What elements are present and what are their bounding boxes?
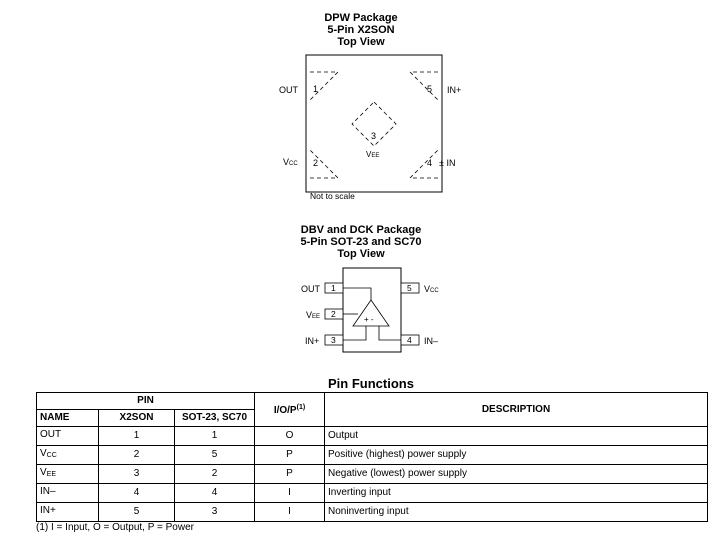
pin-name: OUT (36, 426, 99, 446)
table-row: VEE 3 2 P Negative (lowest) power supply (36, 464, 708, 484)
io-header-note: (1) (296, 404, 306, 411)
table-header-row-1: PIN I/O/P(1) DESCRIPTION (36, 392, 708, 427)
table-header-row-2: NAME X2SON SOT-23, SC70 (36, 409, 708, 427)
sot23-label-vcc: VCC (424, 284, 439, 294)
sot23-label-inp: IN+ (305, 336, 319, 346)
description-header: DESCRIPTION (324, 392, 708, 427)
x2son-diagram: 1 5 2 4 3 VEE OUT VCC IN+ ± IN Not to sc… (279, 54, 461, 201)
x2son-label-out: OUT (279, 85, 299, 95)
sot-pin: 2 (174, 464, 255, 484)
pin-name: VCC (36, 445, 99, 465)
pin-name: IN– (36, 483, 99, 503)
pin-description: Inverting input (324, 483, 708, 503)
x2son-pin-5-num: 5 (427, 84, 432, 94)
sot23-wire-inp (343, 326, 367, 341)
sot23-amp-symbols: + - (364, 315, 374, 324)
sot23-label-vee: VEE (306, 310, 320, 320)
sot-pin: 4 (174, 483, 255, 503)
sot23-pin-2-num: 2 (331, 309, 336, 319)
sot23-title-line-1: DBV and DCK Package (300, 224, 422, 236)
io-type: I (254, 502, 325, 522)
io-type: I (254, 483, 325, 503)
io-type: P (254, 445, 325, 465)
sot23-pin-1-num: 1 (331, 283, 336, 293)
x2son-pin: 2 (98, 445, 175, 465)
sot23-label-out: OUT (301, 284, 321, 294)
io-header-label: I/O/P (273, 405, 297, 416)
x2son-package-outline (305, 54, 443, 193)
pin-functions-table: PIN I/O/P(1) DESCRIPTION NAME X2SON SOT-… (36, 392, 708, 522)
x2son-title-line-3: Top View (337, 36, 385, 48)
sot23-diagram: 1 2 3 5 4 + - OUT VEE IN+ VCC IN– (301, 267, 439, 353)
x2son-header: X2SON (98, 409, 175, 427)
x2son-pad-2 (309, 149, 339, 179)
x2son-pin: 3 (98, 464, 175, 484)
io-type: P (254, 464, 325, 484)
sot23-opamp-triangle (352, 299, 390, 327)
x2son-pin-2-num: 2 (313, 158, 318, 168)
io-header: I/O/P(1) (254, 392, 325, 427)
sot-header: SOT-23, SC70 (174, 409, 255, 427)
sot23-title: DBV and DCK Package 5-Pin SOT-23 and SC7… (0, 224, 722, 260)
pin-description: Positive (highest) power supply (324, 445, 708, 465)
pin-group-header: PIN (36, 392, 255, 410)
sot23-wire-inm (378, 326, 401, 341)
pin-description: Negative (lowest) power supply (324, 464, 708, 484)
sot23-pin-4-num: 4 (407, 335, 412, 345)
sot-pin: 3 (174, 502, 255, 522)
x2son-note: Not to scale (310, 191, 355, 201)
table-footnote: (1) I = Input, O = Output, P = Power (36, 522, 194, 533)
x2son-pin-3-label: VEE (366, 150, 379, 159)
name-header: NAME (36, 409, 99, 427)
pin-description: Output (324, 426, 708, 446)
table-row: IN+ 5 3 I Noninverting input (36, 502, 708, 522)
sot23-pin-5-num: 5 (407, 283, 412, 293)
x2son-pad-5 (409, 71, 439, 101)
sot23-title-line-2: 5-Pin SOT-23 and SC70 (300, 236, 422, 248)
x2son-label-inp: IN+ (447, 85, 461, 95)
x2son-pad-1 (309, 71, 339, 101)
x2son-pin-4-num: 4 (427, 158, 432, 168)
table-row: IN– 4 4 I Inverting input (36, 483, 708, 503)
x2son-pin-1-num: 1 (313, 84, 318, 94)
table-row: OUT 1 1 O Output (36, 426, 708, 446)
x2son-pin: 4 (98, 483, 175, 503)
sot23-label-inm: IN– (424, 336, 438, 346)
x2son-pin: 5 (98, 502, 175, 522)
pin-name: VEE (36, 464, 99, 484)
sot23-pin-5-box (400, 282, 420, 294)
sot23-wire-out (343, 287, 372, 300)
x2son-pin-3-num: 3 (371, 131, 376, 141)
io-type: O (254, 426, 325, 446)
x2son-pad-4 (409, 149, 439, 179)
sot-pin: 1 (174, 426, 255, 446)
pin-name: IN+ (36, 502, 99, 522)
x2son-label-inm: ± IN (439, 158, 455, 168)
table-row: VCC 2 5 P Positive (highest) power suppl… (36, 445, 708, 465)
x2son-title: DPW Package 5-Pin X2SON Top View (0, 12, 722, 48)
x2son-title-line-2: 5-Pin X2SON (327, 24, 395, 36)
x2son-label-vcc: VCC (283, 157, 298, 167)
x2son-pin: 1 (98, 426, 175, 446)
sot23-pin-3-num: 3 (331, 335, 336, 345)
sot23-title-line-3: Top View (337, 248, 385, 260)
x2son-title-line-1: DPW Package (324, 12, 398, 24)
pin-description: Noninverting input (324, 502, 708, 522)
sot-pin: 5 (174, 445, 255, 465)
pin-functions-title: Pin Functions (328, 376, 414, 391)
